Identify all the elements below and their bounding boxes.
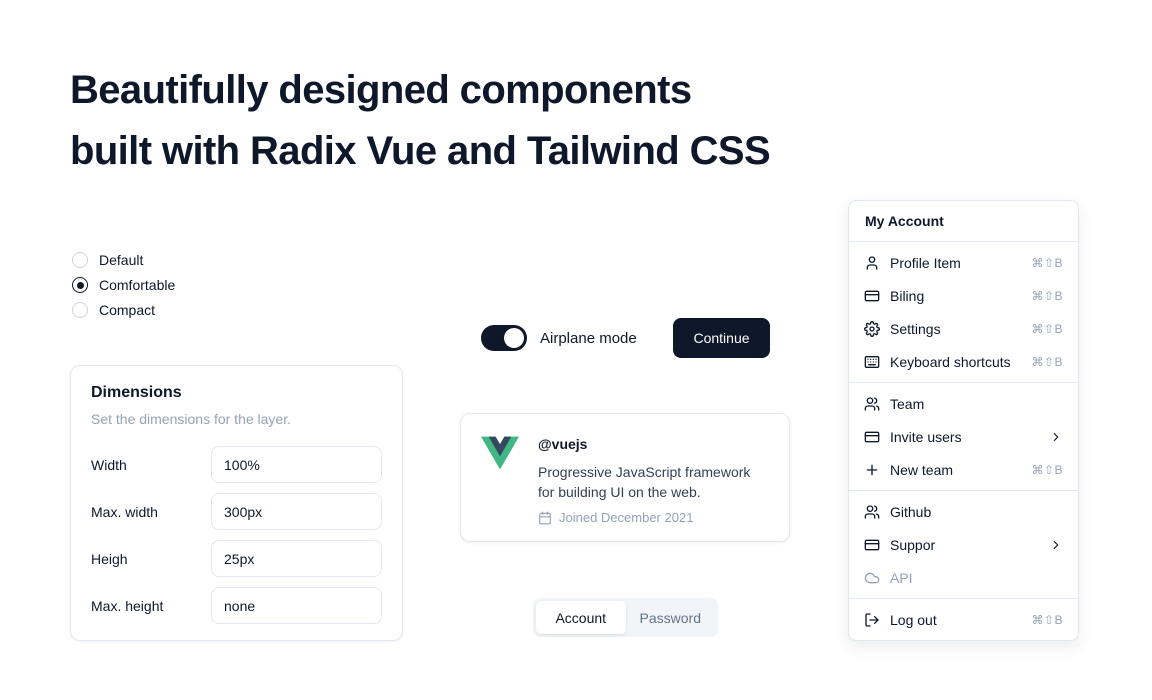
page-title-line2: built with Radix Vue and Tailwind CSS — [70, 129, 771, 173]
menu-item-shortcut: ⌘⇧B — [1031, 462, 1063, 477]
menu-item-label: Profile Item — [890, 254, 961, 271]
radio-option-default[interactable]: Default — [72, 252, 175, 268]
menu-group-profile: Profile Item ⌘⇧B Biling ⌘⇧B Settings ⌘⇧B — [849, 242, 1078, 382]
invite-users-icon — [864, 429, 880, 445]
menu-separator — [849, 598, 1078, 599]
max-height-input[interactable] — [211, 587, 382, 624]
menu-item-shortcut: ⌘⇧B — [1031, 255, 1063, 270]
menu-item-api: API — [849, 561, 1078, 594]
vuejs-profile-card: @vuejs Progressive JavaScript framework … — [460, 413, 790, 542]
width-input[interactable] — [211, 446, 382, 483]
dimensions-title: Dimensions — [91, 384, 182, 401]
gear-icon — [864, 320, 880, 337]
continue-button[interactable]: Continue — [673, 318, 770, 358]
chevron-right-icon — [1049, 538, 1063, 552]
menu-item-label: Suppor — [890, 536, 936, 553]
tab-password[interactable]: Password — [639, 609, 701, 626]
height-label: Heigh — [91, 550, 128, 567]
menu-item-shortcut: ⌘⇧B — [1031, 321, 1063, 336]
menu-item-label: Team — [890, 395, 925, 412]
keyboard-icon — [864, 354, 880, 370]
user-icon — [864, 255, 880, 271]
menu-group-misc: Github Suppor API — [849, 491, 1078, 598]
profile-handle: @vuejs — [538, 436, 588, 452]
profile-body: @vuejs Progressive JavaScript framework … — [538, 433, 769, 525]
menu-item-profile[interactable]: Profile Item ⌘⇧B — [849, 246, 1078, 279]
density-radio-group: Default Comfortable Compact — [72, 252, 175, 318]
vue-logo-icon — [481, 436, 519, 470]
dimensions-fields: Width Max. width Heigh Max. height — [91, 446, 382, 624]
menu-item-keyboard-shortcuts[interactable]: Keyboard shortcuts ⌘⇧B — [849, 345, 1078, 378]
users-icon — [864, 396, 880, 412]
menu-item-shortcut: ⌘⇧B — [1031, 612, 1063, 627]
profile-joined-text: Joined December 2021 — [559, 510, 694, 525]
users-icon — [864, 504, 880, 520]
radio-circle-icon[interactable] — [72, 277, 88, 293]
radio-label: Comfortable — [99, 277, 176, 293]
airplane-mode-row: Airplane mode — [481, 325, 637, 351]
airplane-mode-switch[interactable] — [481, 325, 527, 351]
width-label: Width — [91, 456, 127, 473]
page-title-line1: Beautifully designed components — [70, 68, 692, 112]
calendar-icon — [539, 511, 551, 524]
chevron-right-icon — [1049, 430, 1063, 444]
support-icon — [864, 537, 880, 553]
account-password-tabs: Account Password — [533, 598, 718, 637]
airplane-mode-label: Airplane mode — [540, 329, 637, 347]
radio-label: Default — [99, 252, 144, 268]
radio-label: Compact — [99, 302, 156, 318]
cloud-icon — [864, 570, 880, 586]
menu-item-team[interactable]: Team — [849, 387, 1078, 420]
field-row-height: Heigh — [91, 540, 382, 577]
menu-item-label: Settings — [890, 320, 941, 337]
max-width-label: Max. width — [91, 503, 158, 520]
menu-title: My Account — [865, 213, 944, 229]
profile-joined-row: Joined December 2021 — [538, 510, 769, 525]
menu-item-shortcut: ⌘⇧B — [1031, 288, 1063, 303]
height-input[interactable] — [211, 540, 382, 577]
menu-group-team: Team Invite users New team ⌘⇧B — [849, 383, 1078, 490]
menu-item-github[interactable]: Github — [849, 495, 1078, 528]
profile-description: Progressive JavaScript framework for bui… — [538, 464, 751, 500]
menu-item-settings[interactable]: Settings ⌘⇧B — [849, 312, 1078, 345]
radio-option-compact[interactable]: Compact — [72, 302, 175, 318]
field-row-width: Width — [91, 446, 382, 483]
page-title: Beautifully designed components built wi… — [70, 60, 771, 182]
max-width-input[interactable] — [211, 493, 382, 530]
radio-circle-icon[interactable] — [72, 302, 88, 318]
menu-item-label: Github — [890, 503, 932, 520]
menu-group-logout: Log out ⌘⇧B — [849, 599, 1078, 640]
menu-item-label: New team — [890, 461, 954, 478]
menu-item-label: Keyboard shortcuts — [890, 353, 1011, 370]
dimensions-subtitle: Set the dimensions for the layer. — [91, 411, 291, 427]
menu-item-shortcut: ⌘⇧B — [1031, 354, 1063, 369]
credit-card-icon — [864, 288, 880, 304]
menu-item-label: Log out — [890, 611, 937, 628]
tab-account[interactable]: Account — [536, 601, 626, 634]
switch-knob — [504, 328, 524, 348]
field-row-max-width: Max. width — [91, 493, 382, 530]
menu-item-biling[interactable]: Biling ⌘⇧B — [849, 279, 1078, 312]
menu-item-new-team[interactable]: New team ⌘⇧B — [849, 453, 1078, 486]
menu-item-label: Invite users — [890, 428, 962, 445]
menu-item-invite-users[interactable]: Invite users — [849, 420, 1078, 453]
menu-item-suppor[interactable]: Suppor — [849, 528, 1078, 561]
menu-item-label: API — [890, 569, 913, 586]
menu-item-log-out[interactable]: Log out ⌘⇧B — [849, 603, 1078, 636]
log-out-icon — [864, 612, 880, 628]
menu-separator — [849, 490, 1078, 491]
dimensions-card: Dimensions Set the dimensions for the la… — [70, 365, 403, 641]
max-height-label: Max. height — [91, 597, 164, 614]
menu-item-label: Biling — [890, 287, 925, 304]
my-account-menu: My Account Profile Item ⌘⇧B Biling ⌘⇧B — [848, 200, 1079, 641]
radio-circle-icon[interactable] — [72, 252, 88, 268]
radio-option-comfortable[interactable]: Comfortable — [72, 277, 175, 293]
plus-icon — [864, 462, 880, 478]
menu-separator — [849, 382, 1078, 383]
field-row-max-height: Max. height — [91, 587, 382, 624]
menu-separator — [849, 241, 1078, 242]
